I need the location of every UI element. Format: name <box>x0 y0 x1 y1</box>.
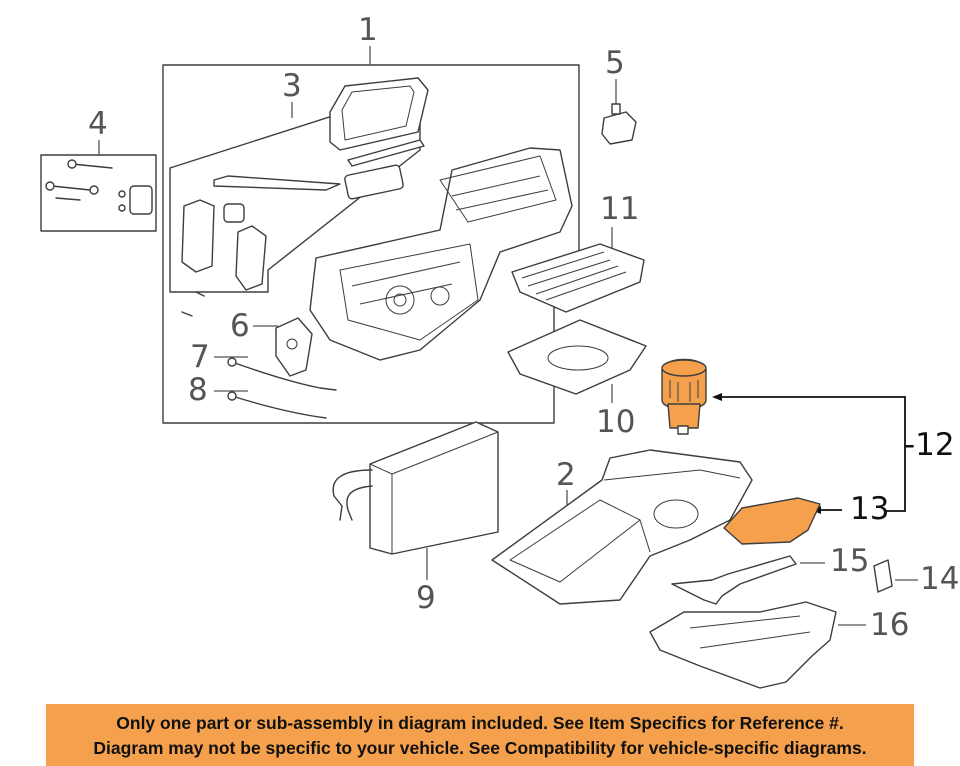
callout-12: -12 <box>904 427 955 463</box>
part-5-sensor <box>601 103 637 145</box>
disclaimer-line-2: Diagram may not be specific to your vehi… <box>93 738 867 758</box>
part-2-lower-case <box>491 449 753 605</box>
part-13-gasket <box>723 497 821 545</box>
callout-16: 16 <box>870 607 910 643</box>
callout-7: 7 <box>190 339 210 375</box>
callout-15: 15 <box>830 543 870 579</box>
exploded-parts-diagram <box>40 46 918 689</box>
callout-6: 6 <box>230 308 250 344</box>
part-12-blower-motor <box>661 358 707 435</box>
callout-9: 9 <box>416 580 436 616</box>
part-10-tray <box>507 319 647 395</box>
disclaimer-banner: Only one part or sub-assembly in diagram… <box>46 704 914 766</box>
part-4-hardware <box>45 159 153 215</box>
callout-11: 11 <box>600 191 640 227</box>
part-9-evaporator <box>332 421 499 555</box>
callout-3: 3 <box>282 68 302 104</box>
part-14-resistor <box>873 559 893 593</box>
callout-2: 2 <box>556 457 576 493</box>
part-1-hvac-case <box>309 147 573 361</box>
disclaimer-line-1: Only one part or sub-assembly in diagram… <box>116 713 844 733</box>
part-3-seals <box>181 77 429 291</box>
part-15-bracket <box>671 555 797 605</box>
part-16-lower-housing <box>649 601 837 689</box>
part-6-actuator <box>181 291 313 377</box>
callout-14: 14 <box>920 561 960 597</box>
callout-4: 4 <box>88 106 108 142</box>
part-11-filter <box>511 243 645 313</box>
callout-1: 1 <box>358 12 378 48</box>
callout-8: 8 <box>188 372 208 408</box>
callout-10: 10 <box>596 404 636 440</box>
callout-13: 13 <box>850 491 890 527</box>
parts-7-8-cables <box>227 357 337 419</box>
callout-5: 5 <box>605 45 625 81</box>
